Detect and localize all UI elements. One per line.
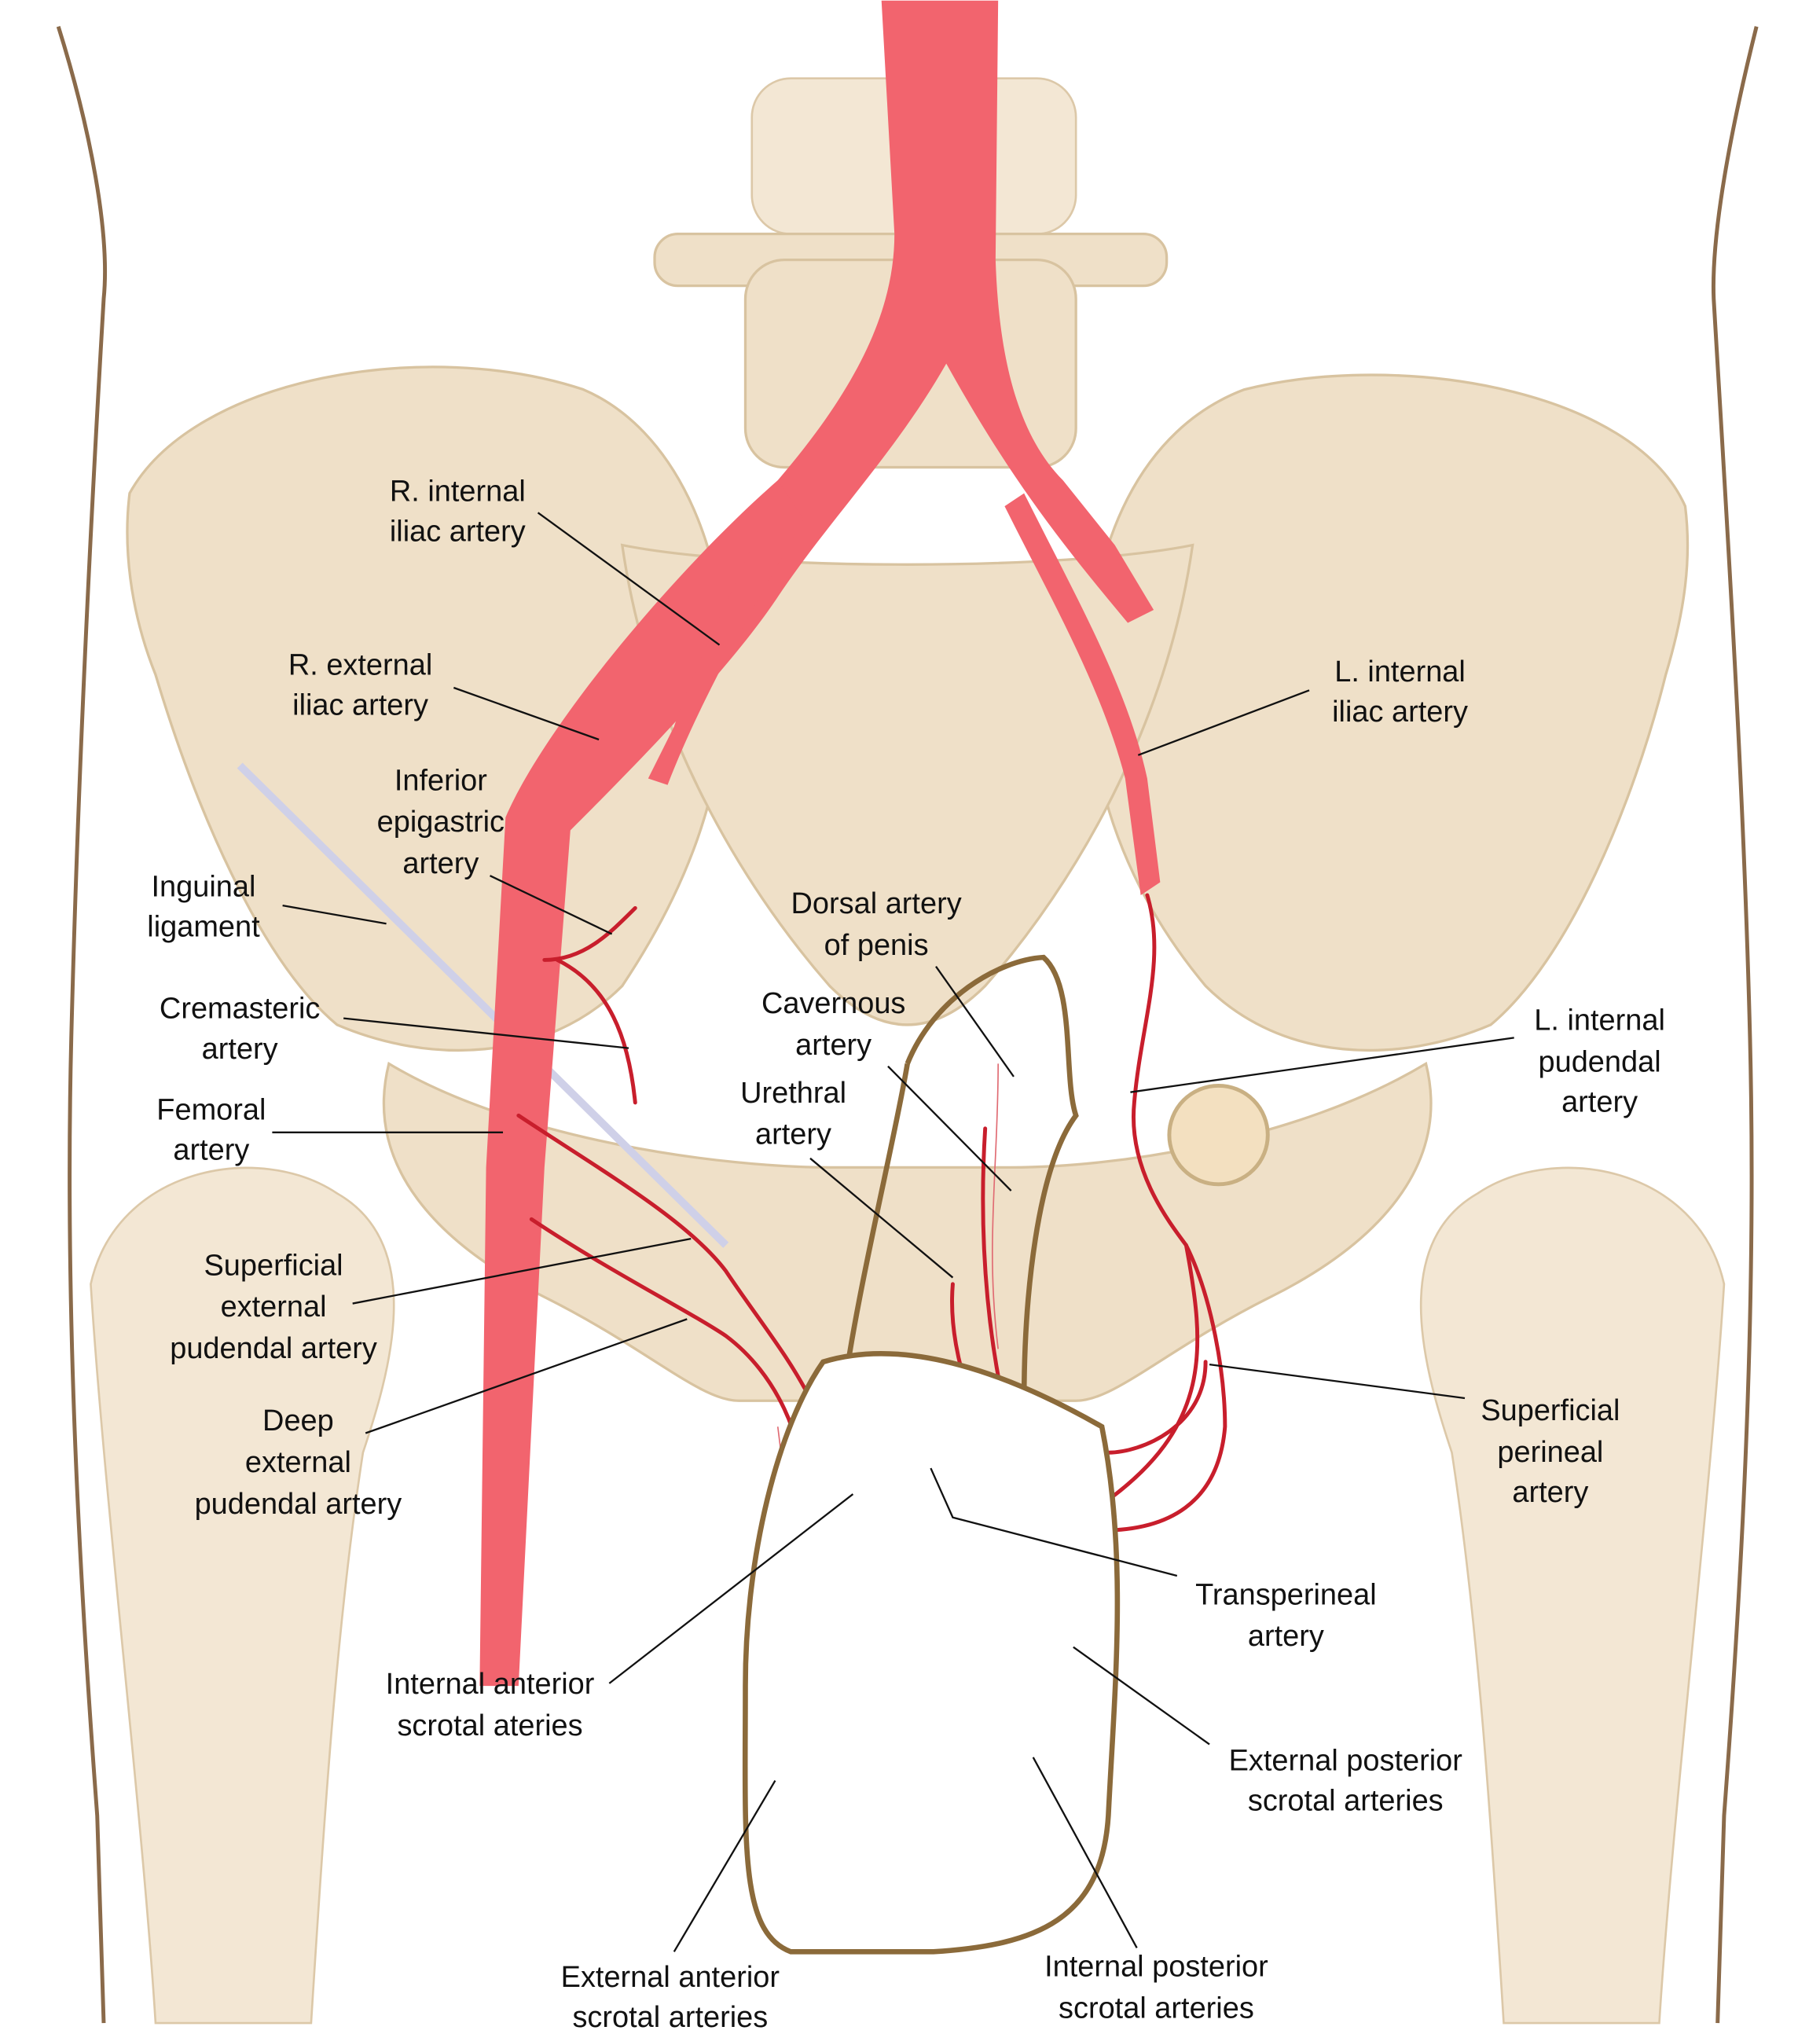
left-femur [1419, 1166, 1726, 2025]
left-ilium [1087, 373, 1690, 1052]
epigastric-cremasteric [542, 905, 637, 1105]
femoral-head-section [1167, 1083, 1270, 1187]
external-pudendal-branches [516, 1113, 871, 1922]
r-internal-iliac [648, 480, 804, 785]
l-internal-iliac [1004, 493, 1161, 895]
superficial-perineal [1099, 1243, 1208, 1507]
sacrum [620, 543, 1194, 1026]
inguinal-ligament [237, 762, 729, 1248]
body-outline [56, 25, 1759, 2024]
pubic-arch [382, 1061, 1433, 1402]
scrotum-outline [742, 1351, 1121, 1955]
leader-lines [272, 512, 1514, 1952]
right-ilium [126, 365, 728, 1052]
aorta [479, 0, 1154, 1687]
right-femur [90, 1166, 395, 2025]
